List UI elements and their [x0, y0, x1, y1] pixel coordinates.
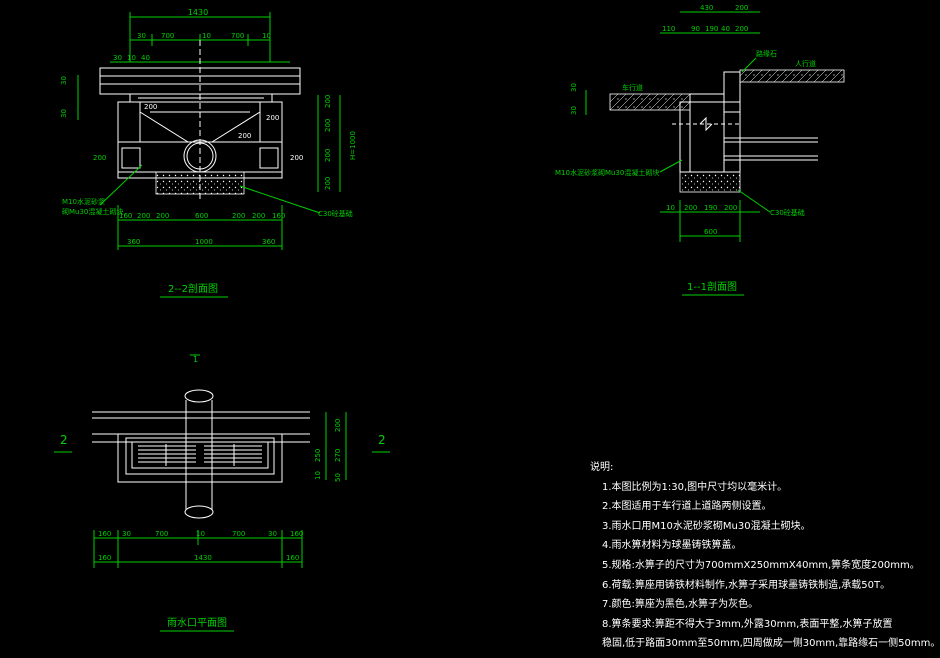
grate-left — [138, 444, 196, 466]
title-plan: 雨水口平面图 — [167, 617, 227, 629]
dim-30: 30 — [570, 83, 578, 92]
note-item-6: 6.荷载:箅座用铸铁材料制作,水箅子采用球墨铸铁制造,承载50T。 — [602, 579, 891, 591]
drawing-canvas: 1430 30 700 10 700 10 30 40 10 200 200 2… — [54, 4, 845, 632]
section-mark-1: 1 — [193, 355, 198, 364]
dim-200: 200 — [324, 177, 332, 190]
dim-700: 700 — [161, 32, 174, 40]
label-c30-base: C30砼基础 — [318, 209, 353, 218]
dim-190: 190 — [705, 25, 718, 33]
dim-200: 200 — [232, 212, 245, 220]
dim-h-1000: H=1000 — [349, 131, 357, 160]
dim-200: 200 — [724, 204, 737, 212]
dim-430: 430 — [700, 4, 713, 12]
dim-200: 200 — [156, 212, 169, 220]
section-cut-right-2: 2 — [378, 433, 386, 447]
dim-360: 360 — [127, 238, 140, 246]
note-item-4: 4.雨水箅材料为球墨铸铁箅盖。 — [602, 540, 742, 552]
dim-160: 160 — [272, 212, 285, 220]
dim-160: 160 — [119, 212, 132, 220]
note-item-7: 7.颜色:箅座为黑色,水箅子为灰色。 — [602, 599, 759, 611]
dim-30: 30 — [122, 530, 131, 538]
dim-200: 200 — [334, 419, 342, 432]
dim-30: 30 — [137, 32, 146, 40]
dim-200: 200 — [144, 103, 157, 111]
note-item-1: 1.本图比例为1:30,图中尺寸均以毫米计。 — [602, 481, 788, 493]
dim-200: 200 — [290, 154, 303, 162]
dim-1430: 1430 — [188, 8, 208, 17]
label-c30-base: C30砼基础 — [770, 208, 805, 217]
note-item-8: 8.箅条要求:箅距不得大于3mm,外露30mm,表面平整,水箅子放置 — [602, 618, 893, 630]
dim-200: 200 — [266, 114, 279, 122]
dim-30: 30 — [570, 106, 578, 115]
dim-160: 160 — [290, 530, 303, 538]
dim-160: 160 — [98, 530, 111, 538]
label-m10-mortar: M10水泥砂浆 — [62, 197, 105, 206]
dim-200: 200 — [324, 95, 332, 108]
dim-360: 360 — [262, 238, 275, 246]
dim-250: 250 — [314, 449, 322, 462]
dim-110: 110 — [662, 25, 675, 33]
dim-190: 190 — [704, 204, 717, 212]
plan-view: 1 2 2 — [54, 354, 390, 632]
dim-700: 700 — [155, 530, 168, 538]
dim-200: 200 — [137, 212, 150, 220]
dim-200: 200 — [93, 154, 106, 162]
label-mu30-block: 砌Mu30混凝土砌块 — [62, 207, 123, 216]
dim-270: 270 — [334, 449, 342, 462]
dim-10: 10 — [196, 530, 205, 538]
dim-200: 200 — [684, 204, 697, 212]
title-section-2-2: 2--2剖面图 — [168, 282, 218, 295]
dim-10: 10 — [666, 204, 675, 212]
note-item-2: 2.本图适用于车行道上道路两侧设置。 — [602, 501, 772, 513]
dim-10: 10 — [202, 32, 211, 40]
dim-10: 10 — [127, 54, 136, 62]
dim-700: 700 — [231, 32, 244, 40]
label-m10-mortar-block: M10水泥砂浆砌Mu30混凝土砌块 — [555, 168, 659, 177]
notes-title: 说明: — [590, 462, 614, 473]
dim-200: 200 — [324, 149, 332, 162]
dim-160: 160 — [286, 554, 299, 562]
label-sidewalk: 人行道 — [795, 59, 816, 68]
dim-200: 200 — [238, 132, 251, 140]
grate-right — [204, 444, 262, 466]
dim-40: 40 — [141, 54, 150, 62]
dim-30: 30 — [60, 76, 68, 85]
dim-200: 200 — [735, 25, 748, 33]
title-section-1-1: 1--1剖面图 — [687, 280, 737, 293]
dim-200: 200 — [252, 212, 265, 220]
note-item-9: 稳固,低于路面30mm至50mm,四周做成一侧30mm,靠路缘石一侧50mm。 — [602, 638, 940, 650]
dim-160: 160 — [98, 554, 111, 562]
dim-50: 50 — [334, 473, 342, 482]
dim-1430: 1430 — [194, 554, 212, 562]
label-road: 车行道 — [622, 83, 643, 92]
dim-1000: 1000 — [195, 238, 213, 246]
section-cut-left-2: 2 — [60, 433, 68, 447]
notes-block: 说明: 1.本图比例为1:30,图中尺寸均以毫米计。 2.本图适用于车行道上道路… — [590, 458, 940, 654]
dim-30: 30 — [60, 109, 68, 118]
dim-30: 30 — [113, 54, 122, 62]
note-item-3: 3.雨水口用M10水泥砂浆砌Mu30混凝土砌块。 — [602, 520, 811, 532]
dim-10: 10 — [262, 32, 271, 40]
dim-600: 600 — [195, 212, 208, 220]
dim-90: 90 — [691, 25, 700, 33]
dim-200: 200 — [735, 4, 748, 12]
dim-600: 600 — [704, 228, 717, 236]
note-item-5: 5.规格:水箅子的尺寸为700mmX250mmX40mm,箅条宽度200mm。 — [602, 559, 920, 571]
dim-40: 40 — [721, 25, 730, 33]
dim-10: 10 — [314, 471, 322, 480]
dim-700: 700 — [232, 530, 245, 538]
section-1-1: 430 200 110 90 190 40 200 人行道 路缘石 车行道 30 — [555, 4, 845, 296]
dim-30: 30 — [268, 530, 277, 538]
dim-200: 200 — [324, 119, 332, 132]
section-2-2: 1430 30 700 10 700 10 30 40 10 200 200 2… — [60, 8, 357, 298]
label-curb: 路缘石 — [756, 49, 777, 58]
